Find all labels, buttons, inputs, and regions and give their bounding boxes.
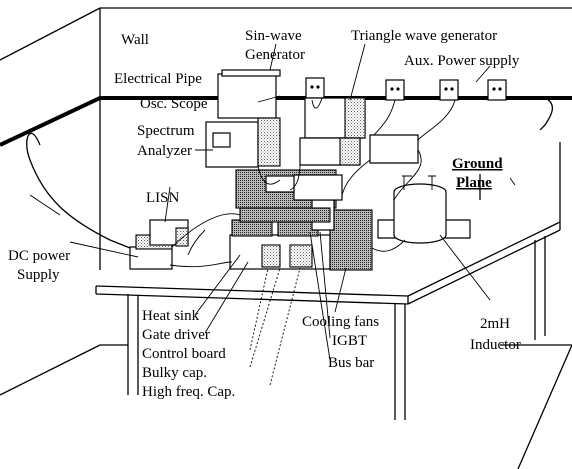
label-spectrum-2: Analyzer (137, 143, 192, 159)
label-sin-wave-2: Generator (245, 47, 305, 63)
label-ground-2: Plane (456, 175, 492, 191)
label-wall: Wall (121, 32, 149, 48)
label-inductor-2: Inductor (470, 337, 521, 353)
spectrum-analyzer (206, 118, 280, 167)
label-aux-power: Aux. Power supply (404, 53, 520, 69)
label-gate-driver: Gate driver (142, 327, 210, 343)
label-dc-2: Supply (17, 267, 60, 283)
label-cooling-fans: Cooling fans (302, 314, 379, 330)
label-electrical-pipe: Electrical Pipe (114, 71, 202, 87)
label-triangle-generator: Triangle wave generator (351, 28, 497, 44)
label-igbt: IGBT (332, 333, 367, 349)
label-inductor-1: 2mH (480, 316, 510, 332)
label-control-board: Control board (142, 346, 226, 362)
label-high-freq-cap: High freq. Cap. (142, 384, 235, 400)
label-bus-bar: Bus bar (328, 355, 374, 371)
label-lisn: LISN (146, 190, 180, 206)
label-spectrum-1: Spectrum (137, 123, 195, 139)
aux-power-supply-box (370, 135, 418, 163)
label-dc-1: DC power (8, 248, 70, 264)
label-sin-wave-1: Sin-wave (245, 28, 302, 44)
label-heat-sink: Heat sink (142, 308, 200, 324)
label-osc-scope: Osc. Scope (140, 96, 208, 112)
label-ground-1: Ground (452, 156, 503, 172)
sin-wave-generator (300, 98, 365, 165)
label-bulky-cap: Bulky cap. (142, 365, 207, 381)
osc-scope (218, 70, 280, 118)
